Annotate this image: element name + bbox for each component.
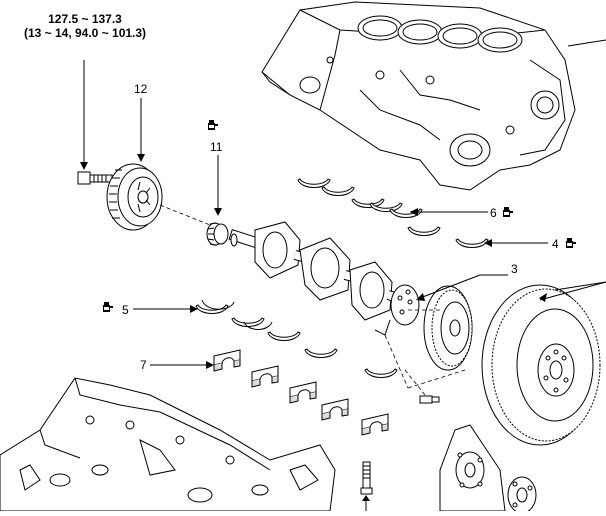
crankshaft — [228, 221, 420, 336]
oil-can-icon — [208, 120, 218, 130]
oil-pan — [0, 377, 336, 512]
torque-spec: 127.5 ~ 137.3 (13 ~ 14, 94.0 ~ 101.3) — [0, 12, 170, 40]
crankshaft-pulley — [106, 163, 163, 231]
pulley-bolt — [77, 171, 113, 185]
long-bolt — [360, 461, 373, 495]
upper-main-bearings — [297, 178, 489, 248]
oil-can-icon — [503, 207, 513, 217]
callout-4: 4 — [552, 237, 559, 251]
oil-can-icon — [566, 238, 576, 248]
callout-5: 5 — [122, 303, 129, 317]
cylinder-block — [261, 1, 606, 191]
main-bearing-caps — [213, 349, 389, 436]
torque-spec-kgf-lbf: (13 ~ 14, 94.0 ~ 101.3) — [23, 26, 147, 40]
callout-3: 3 — [511, 262, 518, 276]
flex-plate — [423, 285, 473, 371]
callout-12: 12 — [134, 82, 148, 96]
torque-spec-nm: 127.5 ~ 137.3 — [48, 12, 122, 26]
adapter-plate — [439, 424, 537, 514]
callout-7: 7 — [140, 358, 147, 372]
crank-sprocket — [206, 222, 229, 246]
callout-11: 11 — [210, 140, 223, 154]
flywheel-bolt — [419, 395, 440, 404]
callout-6: 6 — [490, 206, 497, 220]
oil-can-icon — [103, 302, 113, 312]
flywheel — [481, 284, 601, 446]
lower-main-bearings-2 — [201, 299, 273, 330]
